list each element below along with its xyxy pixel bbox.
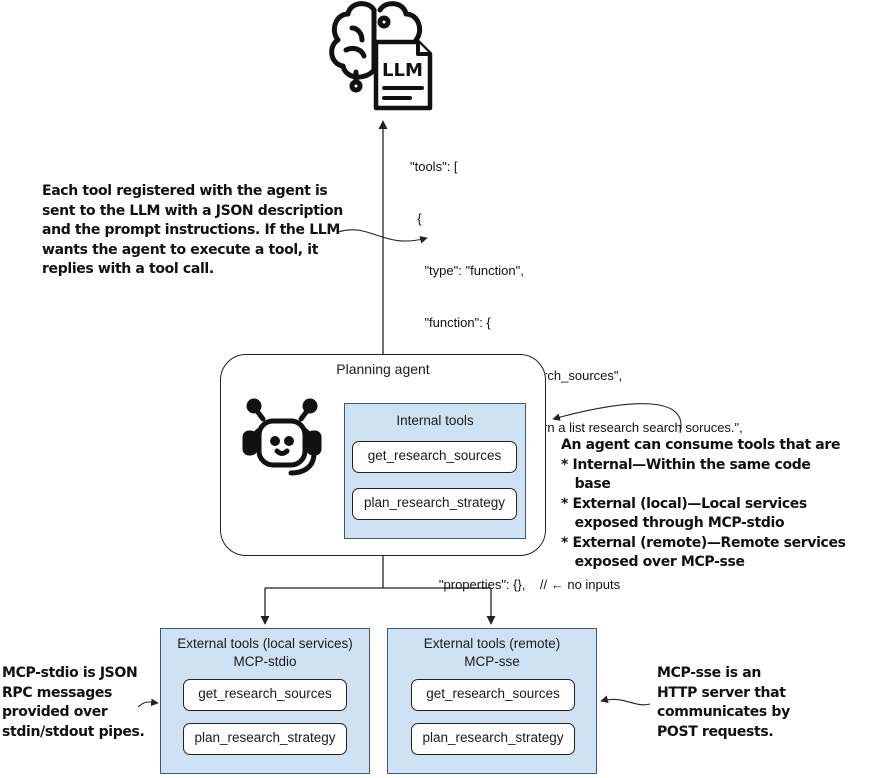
note-line: replies with a tool call. (42, 261, 214, 277)
tool-plan-research-strategy: plan_research_strategy (183, 723, 347, 755)
note-line: MCP-sse is an (657, 665, 761, 681)
tool-get-research-sources: get_research_sources (411, 679, 575, 711)
note-line: base (561, 476, 611, 492)
code-line: "type": "function", (410, 263, 524, 279)
llm-document-icon: LLM (373, 39, 433, 111)
internal-tools-title: Internal tools (396, 413, 474, 428)
note-line: * Internal—Within the same code (561, 456, 811, 473)
brain-icon (329, 1, 423, 93)
code-line: "properties": {}, // ← no inputs (410, 576, 621, 592)
note-line: POST requests. (657, 723, 774, 740)
note-line: RPC messages (2, 684, 113, 701)
callout-arrow-sse (600, 695, 651, 706)
note-line: * External (local)—Local services (561, 495, 807, 512)
tool-get-research-sources: get_research_sources (352, 441, 517, 473)
callout-arrow-tool-types (552, 403, 682, 434)
callout-arrow-registration (337, 229, 428, 244)
code-line: "tools": [ (410, 158, 458, 174)
mcp-sse-note: MCP-sse is an HTTP server that communica… (657, 664, 790, 742)
tool-types-note: An agent can consume tools that are * In… (561, 436, 846, 573)
note-line: provided over (2, 704, 108, 720)
robot-headset-icon (242, 398, 322, 476)
external-remote-protocol: MCP-sse (464, 654, 520, 669)
external-local-tools-panel: External tools (local services) MCP-stdi… (160, 628, 370, 774)
note-line: exposed over MCP-sse (561, 554, 745, 570)
internal-tools-panel: Internal tools get_research_sources plan… (344, 403, 526, 539)
note-line: stdin/stdout pipes. (2, 723, 145, 740)
note-line: MCP-stdio is JSON (2, 665, 138, 681)
tool-plan-research-strategy: plan_research_strategy (411, 723, 575, 755)
note-line: communicates by (657, 704, 790, 720)
code-line: "function": { (410, 315, 491, 331)
llm-icon: LLM (329, 1, 433, 111)
external-local-protocol: MCP-stdio (233, 654, 297, 669)
note-line: and the prompt instructions. If the LLM (42, 222, 340, 238)
note-line: exposed through MCP-stdio (561, 515, 785, 531)
tool-get-research-sources: get_research_sources (183, 679, 347, 711)
mcp-stdio-note: MCP-stdio is JSON RPC messages provided … (2, 664, 145, 742)
external-local-title: External tools (local services) (177, 636, 353, 651)
note-line: sent to the LLM with a JSON description (42, 202, 343, 219)
note-line: * External (remote)—Remote services (561, 534, 846, 551)
svg-text:LLM: LLM (382, 60, 423, 81)
note-line: An agent can consume tools that are (561, 437, 841, 453)
tool-plan-research-strategy: plan_research_strategy (352, 488, 517, 520)
note-line: HTTP server that (657, 684, 786, 701)
note-line: Each tool registered with the agent is (42, 183, 328, 199)
planning-agent-box: Planning agent Internal tools get_resear… (220, 354, 546, 556)
planning-agent-title: Planning agent (336, 361, 430, 377)
note-line: wants the agent to execute a tool, it (42, 241, 319, 258)
external-remote-title: External tools (remote) (423, 636, 561, 651)
callout-arrow-stdio (137, 698, 159, 708)
external-remote-tools-panel: External tools (remote) MCP-sse get_rese… (387, 628, 597, 774)
tool-registration-note: Each tool registered with the agent is s… (42, 182, 343, 280)
code-line: { (410, 211, 422, 227)
